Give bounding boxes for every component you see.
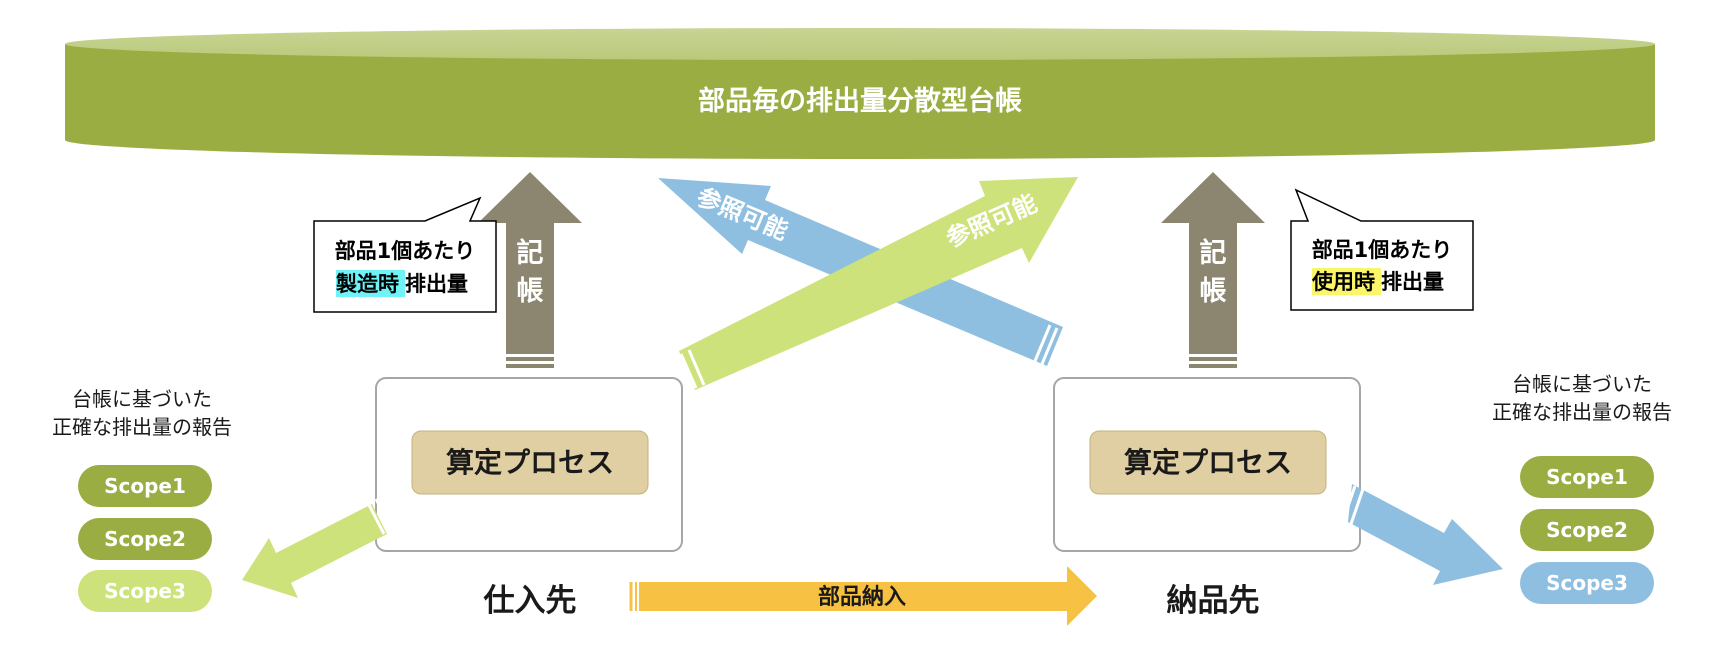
- customer-process-label: 算定プロセス: [1124, 446, 1292, 479]
- supplier-scope1-label: Scope1: [104, 474, 186, 498]
- delivery-label: 部品納入: [818, 584, 906, 610]
- supplier-scope2-label: Scope2: [104, 527, 186, 551]
- customer-scope1-label: Scope1: [1546, 465, 1628, 489]
- supplier-report-line1: 台帳に基づいた: [72, 387, 212, 411]
- customer-process-box: 算定プロセス: [1053, 377, 1361, 552]
- supplier-process-label: 算定プロセス: [446, 446, 614, 479]
- supplier-callout: 部品1個あたり 製造時 排出量: [313, 196, 497, 313]
- customer-callout: 部品1個あたり 使用時 排出量: [1290, 188, 1474, 311]
- customer-callout-highlight: 使用時: [1311, 270, 1375, 294]
- customer-report-line1: 台帳に基づいた: [1512, 372, 1652, 396]
- customer-report-line2: 正確な排出量の報告: [1492, 400, 1672, 424]
- supplier-scope3-label: Scope3: [104, 579, 186, 603]
- supplier-report-line2: 正確な排出量の報告: [52, 415, 232, 439]
- supplier-name: 仕入先: [484, 583, 577, 619]
- supplier-process-box: 算定プロセス: [375, 377, 683, 552]
- customer-report-arrow: [1341, 484, 1503, 585]
- supplier-callout-line1: 部品1個あたり: [335, 239, 476, 263]
- customer-scope2-pill: [1520, 509, 1654, 551]
- supplier-scope3-pill: [78, 570, 212, 612]
- ledger-title: 部品毎の排出量分散型台帳: [698, 85, 1022, 117]
- supplier-scope2-pill: [78, 518, 212, 560]
- customer-record-char-1: 記: [1200, 237, 1227, 269]
- supplier-record-arrow: 記 帳: [478, 172, 582, 368]
- customer-record-arrow: 記 帳: [1161, 172, 1265, 368]
- customer-scope2-label: Scope2: [1546, 518, 1628, 542]
- supplier-report-arrow: [242, 498, 394, 598]
- supplier-callout-highlight: 製造時: [335, 272, 399, 296]
- customer-scope3-pill: [1520, 562, 1654, 604]
- customer-name: 納品先: [1167, 583, 1260, 619]
- supplier-scope1-pill: [78, 465, 212, 507]
- customer-scope1-pill: [1520, 456, 1654, 498]
- customer-report: 台帳に基づいた 正確な排出量の報告 Scope1 Scope2 Scope3: [1492, 372, 1672, 604]
- customer-scope3-label: Scope3: [1546, 571, 1628, 595]
- supplier-callout-rest: 排出量: [405, 272, 468, 296]
- supplier-report: 台帳に基づいた 正確な排出量の報告 Scope1 Scope2 Scope3: [52, 387, 232, 612]
- customer-record-char-2: 帳: [1200, 276, 1227, 307]
- supplier-record-char-2: 帳: [517, 276, 544, 307]
- customer-callout-rest: 排出量: [1381, 270, 1444, 294]
- customer-callout-line1: 部品1個あたり: [1312, 238, 1453, 262]
- supplier-record-char-1: 記: [517, 237, 544, 269]
- ledger-cylinder: 部品毎の排出量分散型台帳: [65, 28, 1655, 159]
- delivery-arrow: 部品納入: [629, 566, 1097, 626]
